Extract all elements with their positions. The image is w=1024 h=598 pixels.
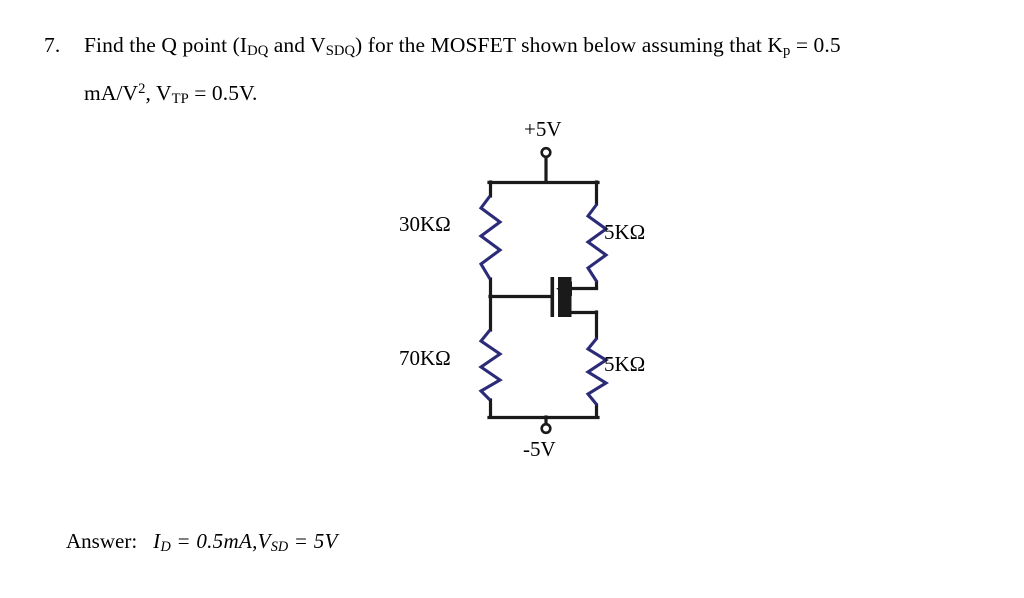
mosfet-source-arrow [556,281,572,296]
label-resistor-30k: 30KΩ [399,212,451,236]
mosfet-gate-plate [550,277,555,317]
problem-line1-part4: = 0.5 [790,33,841,57]
resistor-30k-symbol [478,195,503,280]
resistor-70k-symbol [478,329,503,402]
answer-line: Answer: ID = 0.5mA,VSD = 5V [66,527,338,561]
problem-line2-part1: mA/V [84,81,139,106]
problem-line-1: 7. Find the Q point (IDQ and VSDQ) for th… [44,26,974,70]
label-supply-negative: -5V [523,437,556,461]
problem-number: 7. [44,33,61,57]
label-supply-positive: +5V [524,117,562,141]
problem-line1-sub3: p [783,43,791,60]
problem-line2-sub2: TP [171,91,189,108]
label-resistor-70k: 70KΩ [399,346,451,370]
label-resistor-5k-top: 5KΩ [604,220,646,244]
problem-line2-part3: = 0.5V. [188,81,258,106]
problem-statement: 7. Find the Q point (IDQ and VSDQ) for th… [44,26,974,118]
problem-line1-part2: and V [268,33,326,57]
answer-current-value: = 0.5mA, [170,529,258,553]
answer-current-symbol: I [153,529,161,553]
problem-line1-part3: ) for the MOSFET shown below assuming th… [355,33,784,57]
resistor-5k-bottom-symbol [585,337,609,406]
terminal-node-vdd [540,146,552,159]
resistor-5k-top-symbol [585,203,609,283]
label-resistor-5k-bottom: 5KΩ [604,352,646,376]
problem-line1-part1: Find the Q point (I [84,33,248,57]
problem-line-2: mA/V2, VTP = 0.5V. [44,70,974,118]
answer-voltage-value: = 5V [288,529,338,553]
problem-line2-sup1: 2 [138,81,146,98]
terminal-node-vss [540,422,552,435]
mosfet-channel-bar [558,277,572,317]
answer-label: Answer: [66,529,138,553]
problem-line2-part2: , V [145,81,172,106]
answer-voltage-subscript: SD [270,539,289,556]
answer-voltage-symbol: V [257,529,271,553]
answer-expression: ID = 0.5mA,VSD = 5V [153,529,338,556]
problem-line1-sub1: DQ [247,43,269,60]
problem-line1-sub2: SDQ [325,43,356,60]
answer-current-subscript: D [160,539,171,556]
